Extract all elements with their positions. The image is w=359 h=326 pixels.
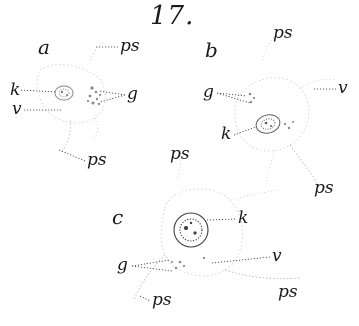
panel-c-label-k: k: [238, 208, 249, 228]
panel-b-label-g: g: [203, 82, 214, 102]
panel-c-cell-drawing: [133, 149, 301, 301]
panel-b-granules: [248, 92, 294, 130]
panel-c-leader-lines: [131, 218, 271, 302]
panel-b-leader-lines: [216, 88, 336, 136]
panel-a-label-g: g: [127, 84, 138, 104]
panel-a-granules: [86, 86, 102, 106]
panel-b-letter: b: [205, 38, 218, 62]
panel-a-label-v: v: [12, 99, 22, 119]
panel-b-label-ps-bottom: ps: [314, 178, 334, 198]
panel-a-label-k: k: [10, 80, 21, 100]
panel-a-cell-drawing: [36, 41, 106, 153]
panel-c-granules: [171, 256, 206, 270]
panel-c-nucleus: [173, 212, 209, 248]
panel-b-label-k: k: [221, 124, 232, 144]
panel-c-letter: c: [112, 205, 124, 229]
panel-a-leader-lines: [20, 46, 126, 162]
panel-c-label-v: v: [272, 246, 282, 266]
figure-number: 17.: [150, 1, 195, 31]
panel-b-label-ps-top: ps: [273, 23, 293, 43]
panel-b-label-v: v: [338, 78, 348, 98]
panel-a-label-ps-bottom: ps: [87, 150, 107, 170]
panel-c-label-ps-top: ps: [170, 144, 190, 164]
panel-b-cell-drawing: [234, 33, 336, 186]
panel-a-letter: a: [38, 35, 50, 59]
panel-c-label-ps-bottom-right: ps: [278, 282, 298, 302]
panel-b-nucleus: [255, 114, 281, 134]
panel-c-label-ps-bottom-left: ps: [152, 290, 172, 310]
panel-a-label-ps-top: ps: [120, 36, 140, 56]
panel-a-nucleus: [54, 85, 74, 101]
panel-c-label-g: g: [117, 255, 128, 275]
